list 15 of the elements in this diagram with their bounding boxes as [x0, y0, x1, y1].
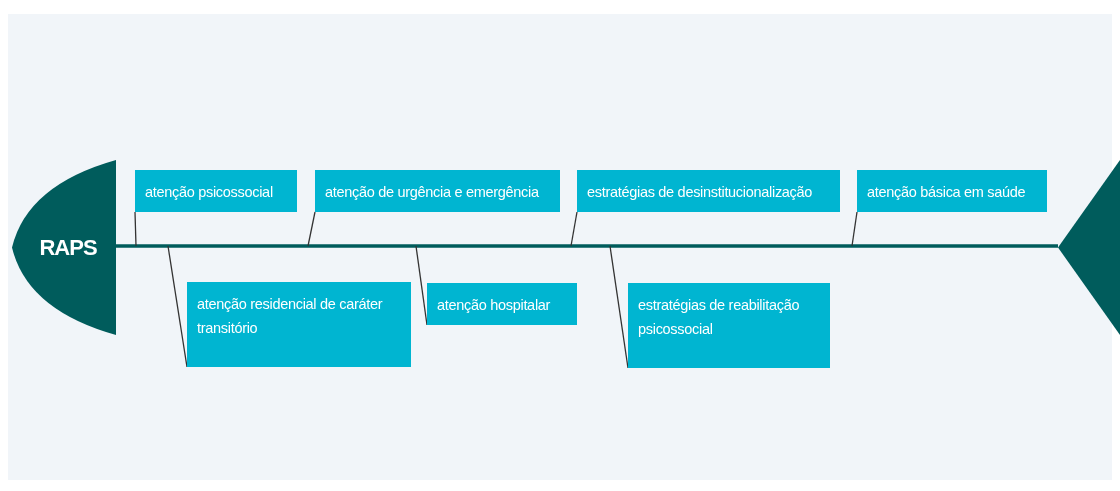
- category-box: atenção básica em saúde: [857, 170, 1047, 212]
- bone-line: [167, 245, 188, 368]
- category-box: atenção de urgência e emergência: [315, 170, 560, 212]
- bone-line: [307, 211, 316, 247]
- category-box: atenção psicossocial: [135, 170, 297, 212]
- head-label: RAPS: [39, 234, 97, 261]
- spine-line: [116, 244, 1058, 248]
- bone-line: [609, 245, 629, 369]
- bone-line: [851, 211, 858, 247]
- bone-line: [134, 211, 137, 247]
- category-box: atenção hospitalar: [427, 283, 577, 325]
- category-box: atenção residencial de caráter transitório: [187, 282, 411, 367]
- category-box: estratégias de desinstitucionalização: [577, 170, 840, 212]
- category-box: estratégias de reabilitação psicossocial: [628, 283, 830, 368]
- bone-line: [570, 211, 578, 247]
